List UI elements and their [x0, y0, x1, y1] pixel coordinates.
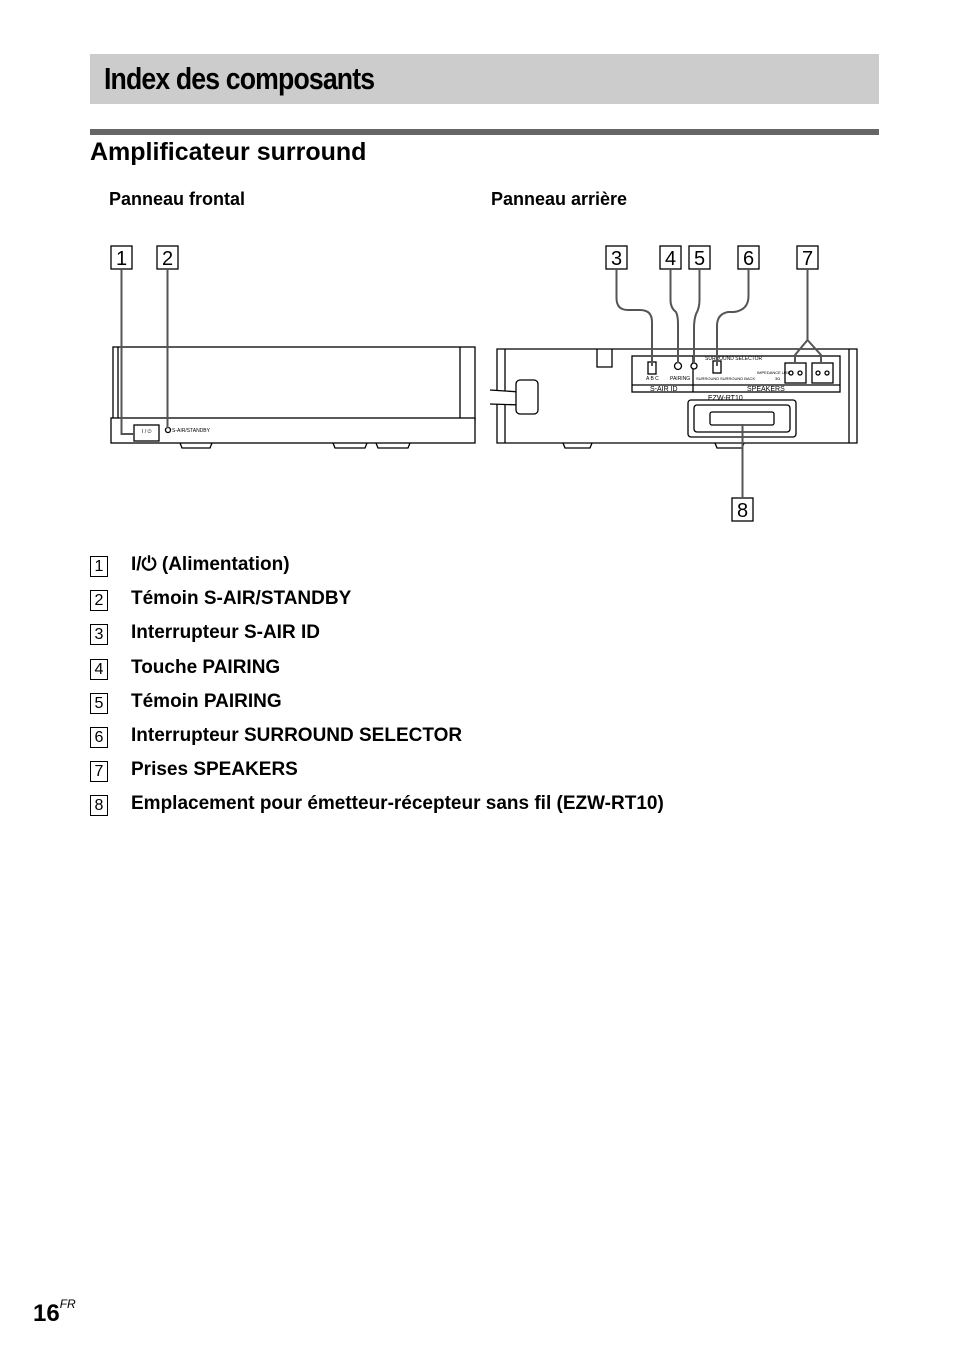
- page-number: 16FR: [33, 1297, 76, 1328]
- pairing-label: PAIRING: [670, 376, 690, 382]
- speakers-label: SPEAKERS: [747, 386, 785, 393]
- front-leader-lines: [120, 269, 169, 435]
- legend-item: 2 Témoin S-AIR/STANDBY: [90, 585, 351, 619]
- callout-8: 8: [737, 500, 748, 522]
- callout-4: 4: [665, 248, 676, 270]
- legend-label: Témoin PAIRING: [131, 690, 282, 712]
- s-air-id-label: S-AIR ID: [650, 386, 678, 393]
- legend-item: 8 Emplacement pour émetteur-récepteur san…: [90, 790, 664, 824]
- abc-label: A B C: [646, 376, 659, 382]
- legend-item: 6 Interrupteur SURROUND SELECTOR: [90, 722, 462, 756]
- legend-number: 3: [90, 624, 108, 646]
- surround-selector-label: SURROUND SELECTOR: [705, 356, 763, 362]
- legend-item: 4 Touche PAIRING: [90, 654, 280, 688]
- legend-number: 6: [90, 726, 108, 748]
- title-bar: Index des composants: [90, 54, 879, 104]
- page-language: FR: [59, 1297, 76, 1311]
- rear-panel-device: [489, 348, 858, 449]
- legend-label: Interrupteur S-AIR ID: [131, 622, 320, 644]
- callout-7: 7: [802, 248, 813, 270]
- power-label: I / ⏻: [142, 429, 152, 435]
- legend-item: 1 I/⏻ (Alimentation): [90, 551, 290, 585]
- surround-back-label: SURROUND BACK: [720, 376, 755, 381]
- legend-number: 8: [90, 795, 108, 817]
- callout-1: 1: [116, 248, 127, 270]
- callout-6: 6: [743, 248, 754, 270]
- legend-number: 1: [90, 556, 108, 577]
- section-rule: [90, 129, 879, 135]
- callout-5: 5: [694, 248, 705, 270]
- section-title: Amplificateur surround: [90, 138, 367, 166]
- callout-2: 2: [162, 248, 173, 270]
- legend-label: Emplacement pour émetteur-récepteur sans…: [131, 793, 664, 815]
- page-number-value: 16: [33, 1300, 60, 1327]
- amplifier-diagram: 1 2 3 4 5 6 7 8 I / ⏻ S-AIR/STANDBY: [110, 245, 858, 522]
- impedance-label: IMPEDANCE USE: [757, 370, 790, 375]
- legend-label: I/⏻ (Alimentation): [131, 554, 290, 575]
- legend-number: 2: [90, 590, 108, 612]
- legend-item: 7 Prises SPEAKERS: [90, 756, 298, 790]
- rear-leader-lines: [615, 269, 822, 498]
- rear-panel-text: A B C PAIRING S-AIR ID SURROUND SELECTOR…: [646, 356, 790, 402]
- legend-label: Interrupteur SURROUND SELECTOR: [131, 724, 463, 746]
- rear-panel-label: Panneau arrière: [491, 189, 628, 209]
- front-panel-device: [110, 346, 476, 449]
- legend-item: 3 Interrupteur S-AIR ID: [90, 619, 320, 653]
- legend-number: 4: [90, 658, 108, 680]
- standby-label: S-AIR/STANDBY: [172, 428, 211, 434]
- ezw-label: EZW-RT10: [708, 395, 743, 402]
- legend-label: Touche PAIRING: [131, 656, 281, 678]
- page-title: Index des composants: [104, 61, 375, 96]
- legend-item: 5 Témoin PAIRING: [90, 688, 282, 722]
- legend-label: Prises SPEAKERS: [131, 759, 298, 781]
- legend-label: Témoin S-AIR/STANDBY: [131, 588, 352, 610]
- front-panel-label: Panneau frontal: [109, 189, 246, 209]
- surround-label: SURROUND: [696, 376, 719, 381]
- legend-number: 7: [90, 761, 108, 783]
- callout-3: 3: [611, 248, 622, 270]
- ohm-label: 3Ω: [775, 376, 780, 381]
- component-legend: 1 I/⏻ (Alimentation) 2 Témoin S-AIR/STANDB…: [90, 551, 664, 825]
- legend-number: 5: [90, 692, 108, 714]
